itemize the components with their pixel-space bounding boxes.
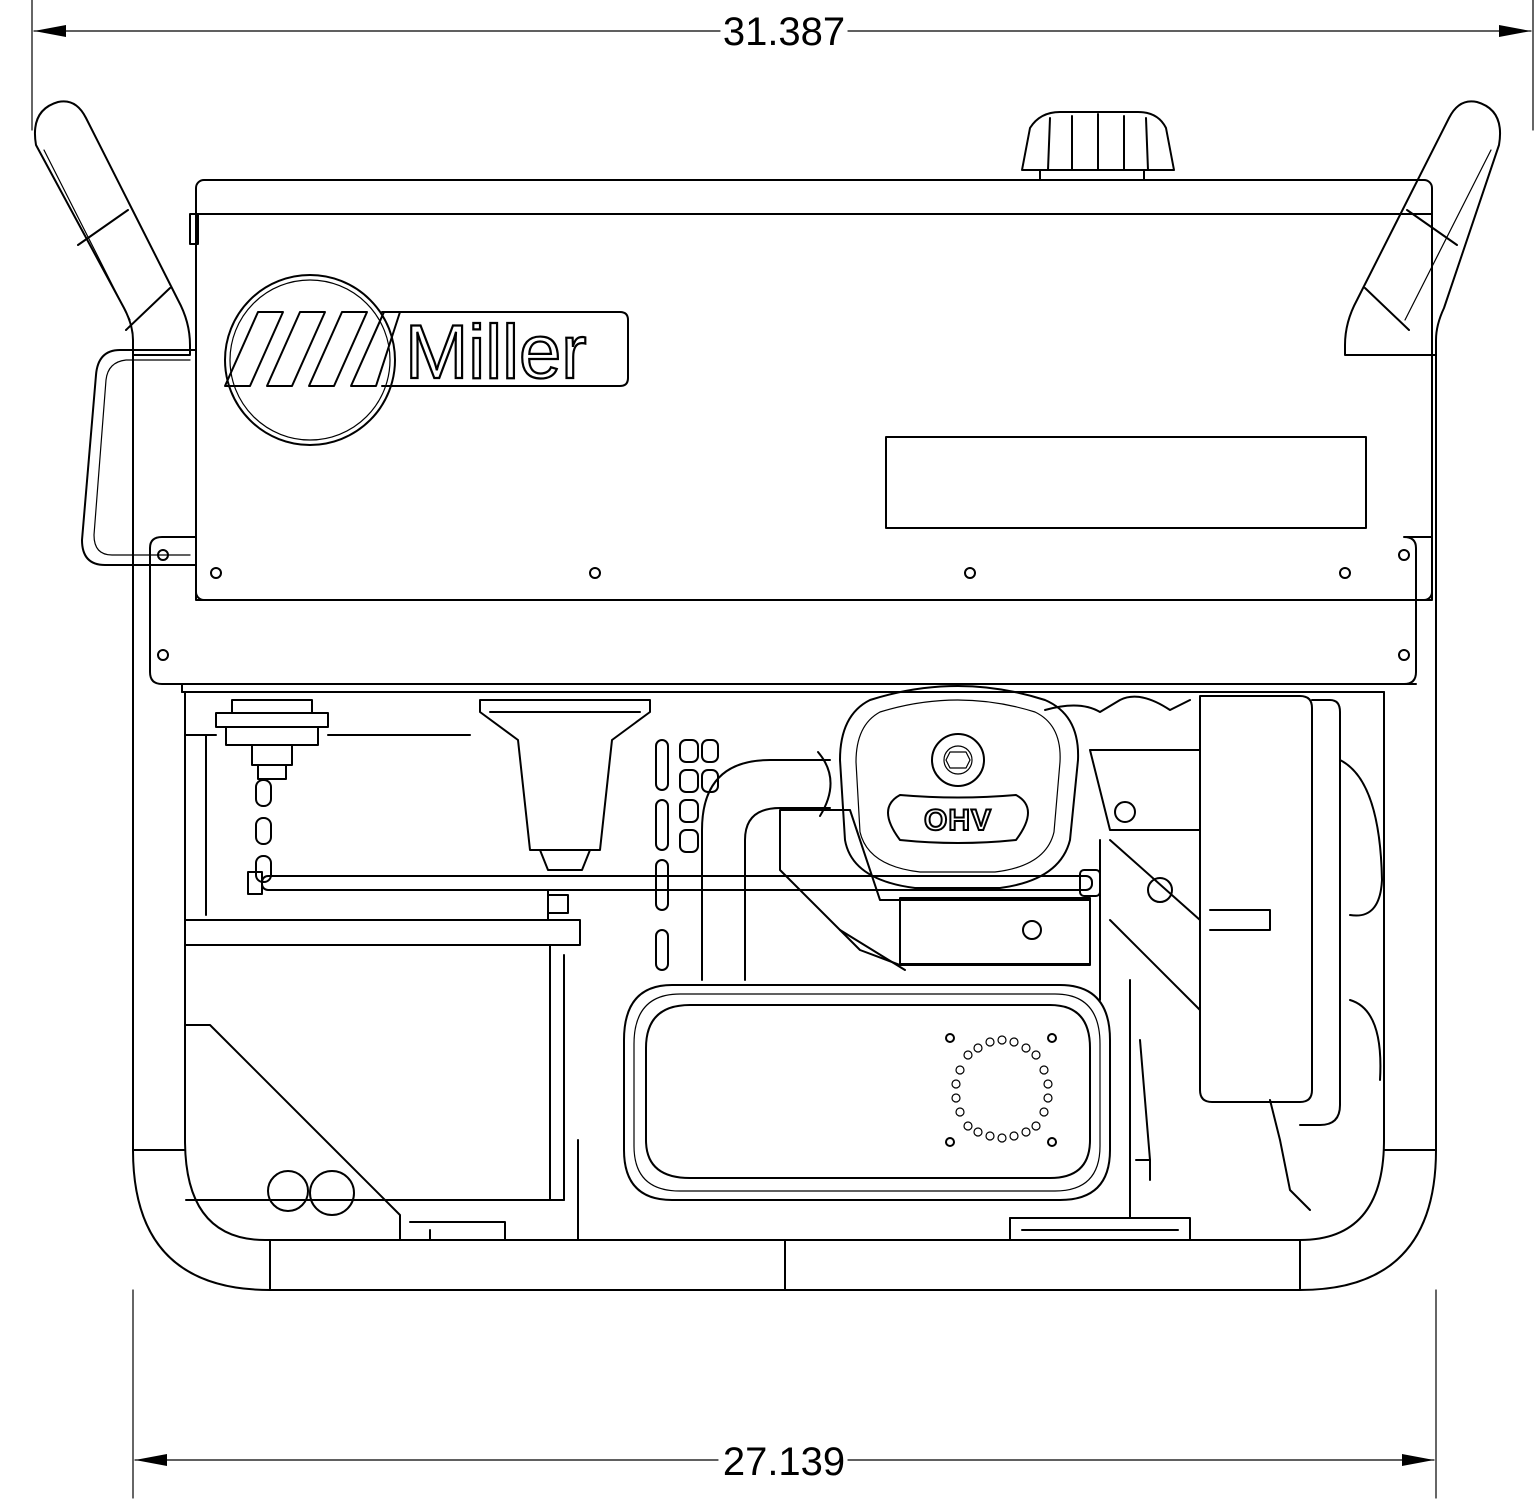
brand-logo: Miller [224,274,629,446]
top-dimension: 31.387 [31,0,1534,131]
left-handle [34,100,191,356]
air-cleaner [623,984,1111,1201]
top-housing [189,179,1433,601]
brand-name: Miller [405,310,587,395]
nameplate [885,436,1367,529]
frame [132,354,1437,1291]
recoil-starter [1199,695,1383,1211]
exhaust-pipe [701,751,832,981]
air-cleaner-holes [945,1033,1057,1147]
engine-cover: OHV [839,685,1080,889]
engine-badge: OHV [924,804,992,837]
bottom-dimension-value: 27.139 [723,1440,845,1484]
bottom-dimension: 27.139 [132,1289,1437,1499]
side-control-box [81,349,197,566]
receptacle-fitting [185,699,471,780]
funnel [479,699,651,871]
engine-crankcase [779,809,1101,1001]
mounting-band [149,536,1433,693]
vent-slot-grid [655,739,719,971]
right-handle [1344,100,1501,356]
tie-rod [247,869,1101,897]
top-dimension-value: 31.387 [723,10,845,54]
battery-box [185,889,581,1241]
slot-column-left [205,734,272,916]
lower-brackets [409,979,1191,1241]
fuel-cap [1021,111,1175,181]
